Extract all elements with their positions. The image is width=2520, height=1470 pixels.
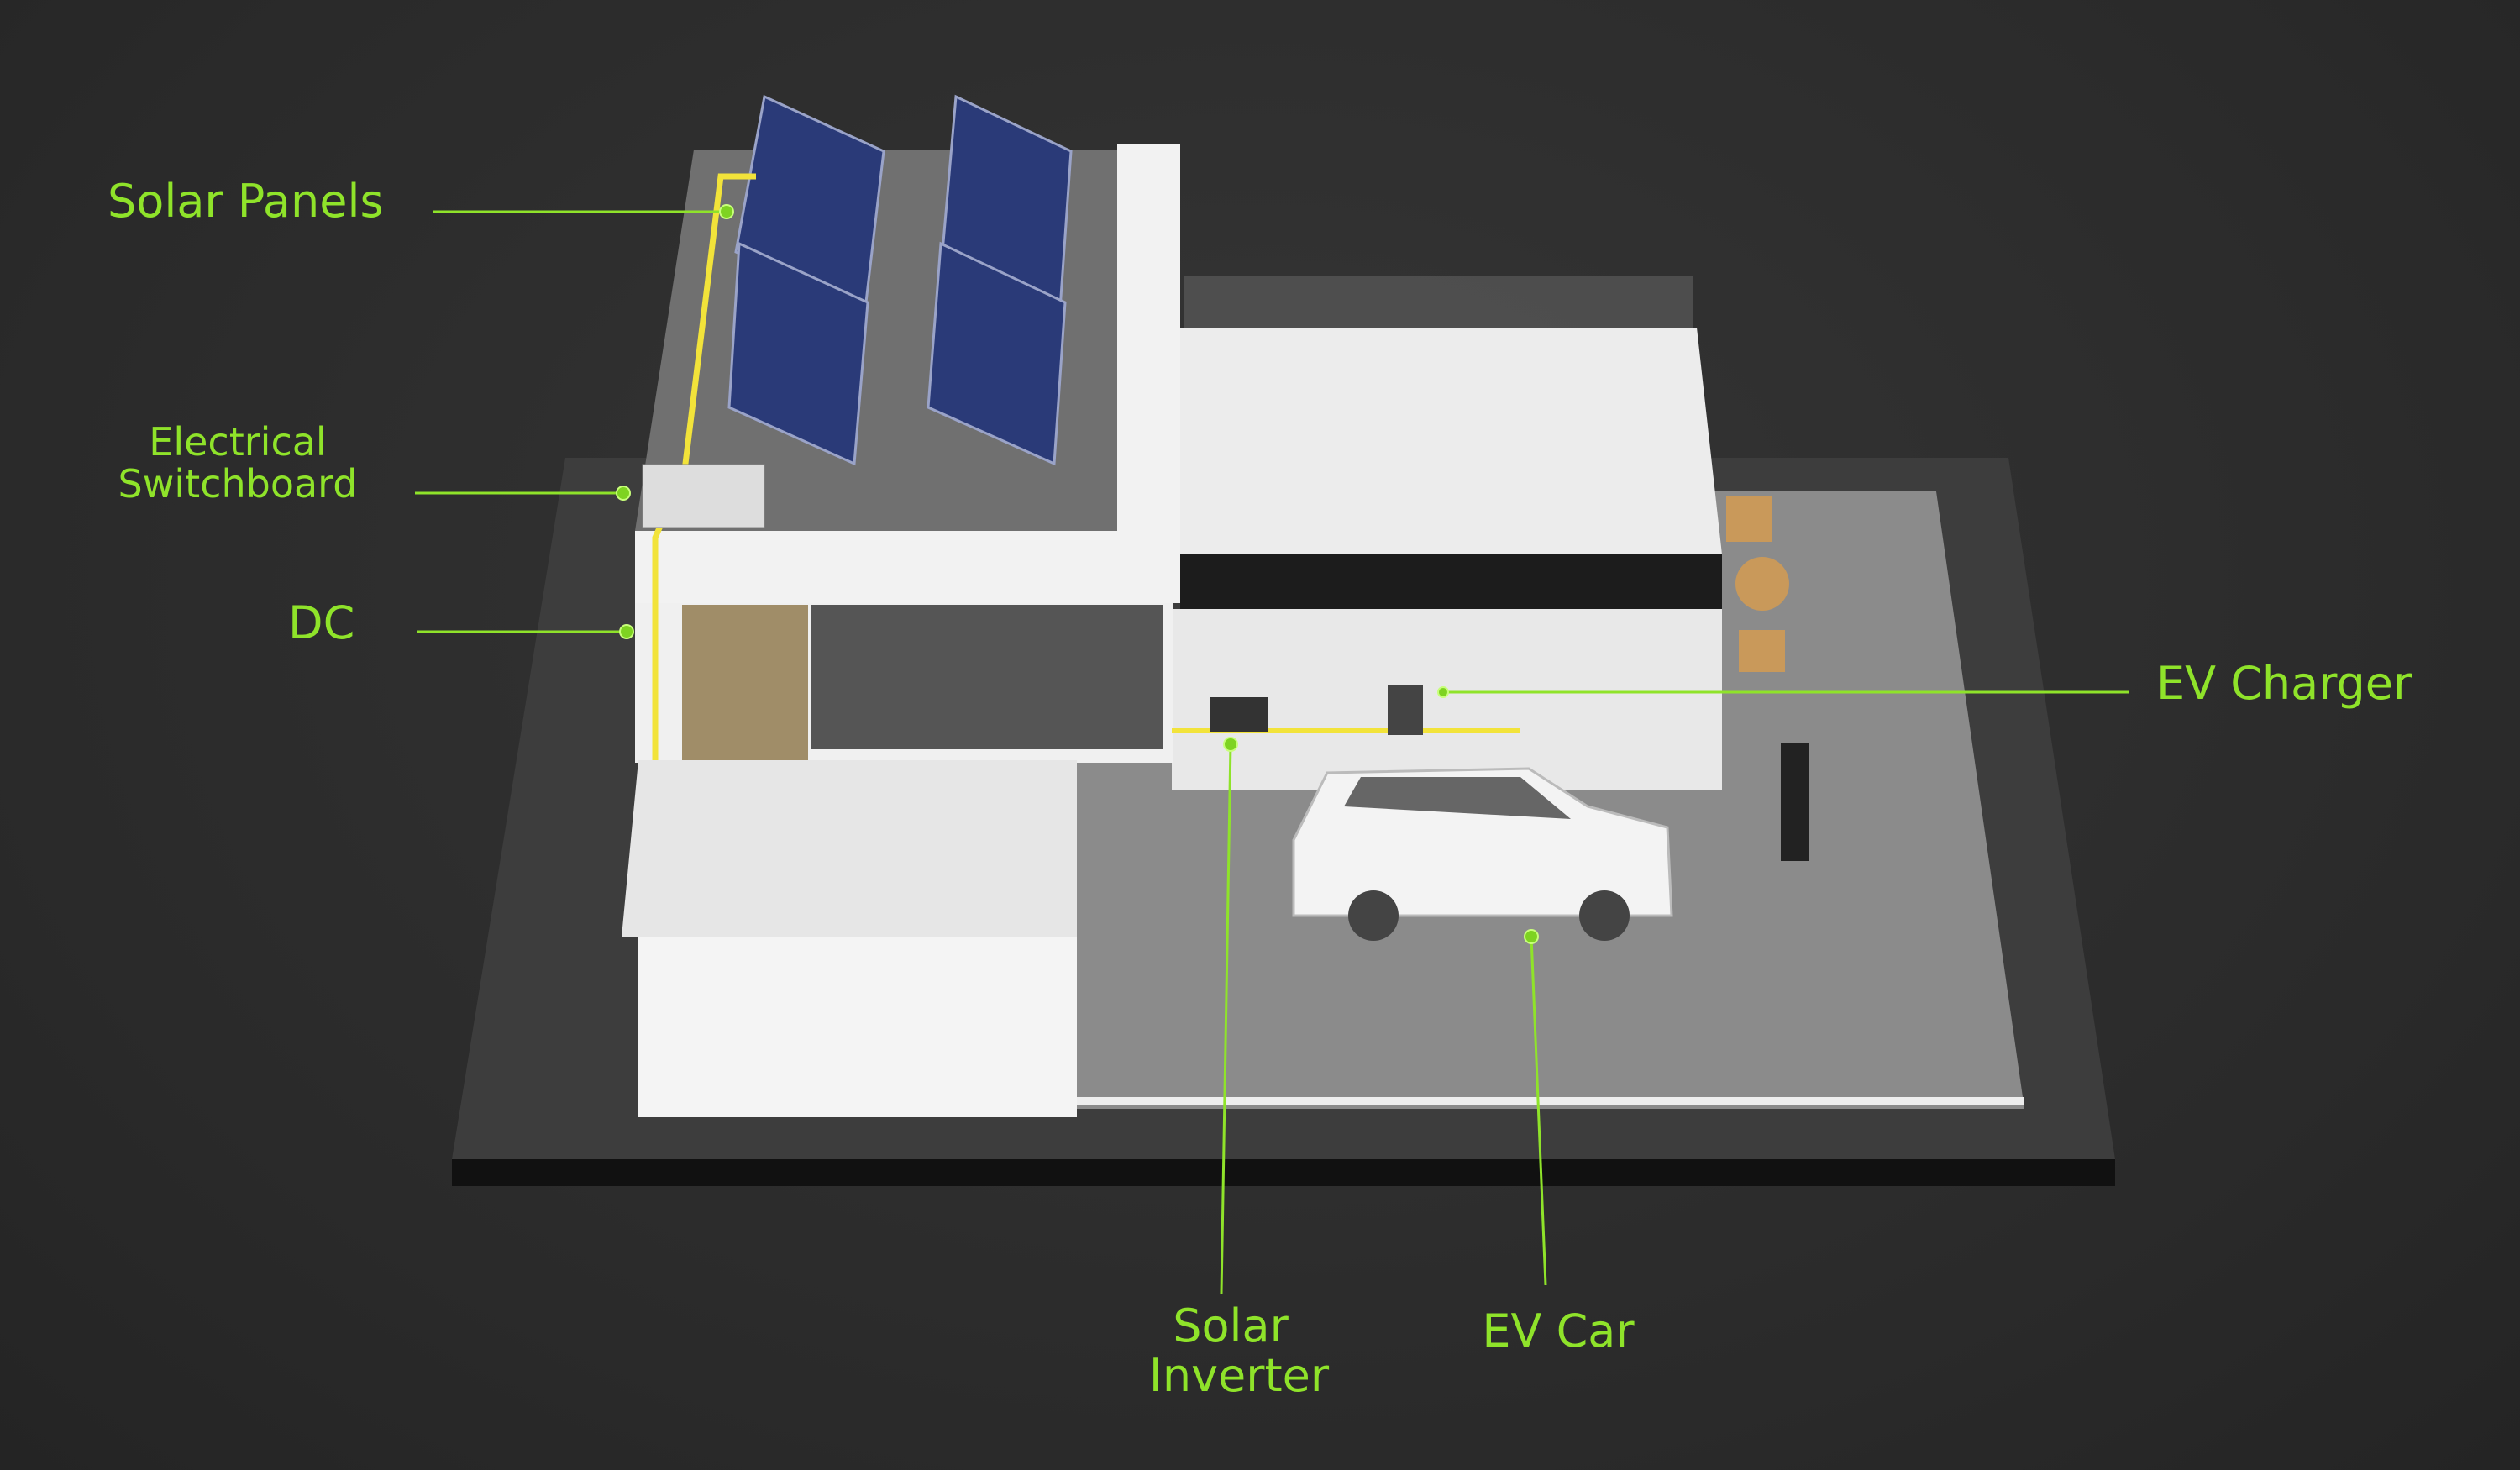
ev-car-label: EV Car (1482, 1305, 1635, 1357)
ev-charger-label: EV Charger (2156, 657, 2412, 710)
inverter-box (1210, 697, 1268, 732)
inverter-label-line1: Solar (1173, 1299, 1289, 1352)
lower-block-top (622, 760, 1077, 937)
inverter-label-line2: Inverter (1149, 1349, 1330, 1402)
clerestory-windows (1180, 554, 1722, 609)
dc-label: DC (288, 596, 354, 649)
person (1781, 743, 1809, 861)
roof-railing (1184, 276, 1693, 328)
dc-marker (619, 624, 634, 639)
ev-car-marker (1524, 929, 1539, 944)
inverter-leader (1220, 743, 1232, 1294)
curb (1077, 1097, 2024, 1105)
ev-car (1292, 767, 1673, 941)
switchboard (642, 464, 765, 528)
glass-facade (811, 605, 1163, 749)
inverter-marker (1223, 737, 1238, 752)
side-table (1735, 557, 1789, 611)
ev-car-leader (1530, 936, 1547, 1286)
chair (1726, 496, 1772, 542)
switchboard-label-line1: Electrical (149, 419, 326, 465)
platform-base (452, 1159, 2115, 1186)
ev-charger-marker (1437, 686, 1449, 698)
roof-frame (635, 144, 1180, 603)
charger-box (1388, 685, 1423, 735)
switchboard-label-line2: Switchboard (118, 461, 358, 507)
solar-panels-marker (719, 204, 734, 219)
switchboard-marker (616, 486, 631, 501)
solar-panel-array (727, 94, 1073, 466)
solar-panels-label: Solar Panels (108, 175, 384, 228)
garage-door (682, 605, 808, 760)
right-building-roof (1180, 328, 1722, 554)
chair (1739, 630, 1785, 672)
